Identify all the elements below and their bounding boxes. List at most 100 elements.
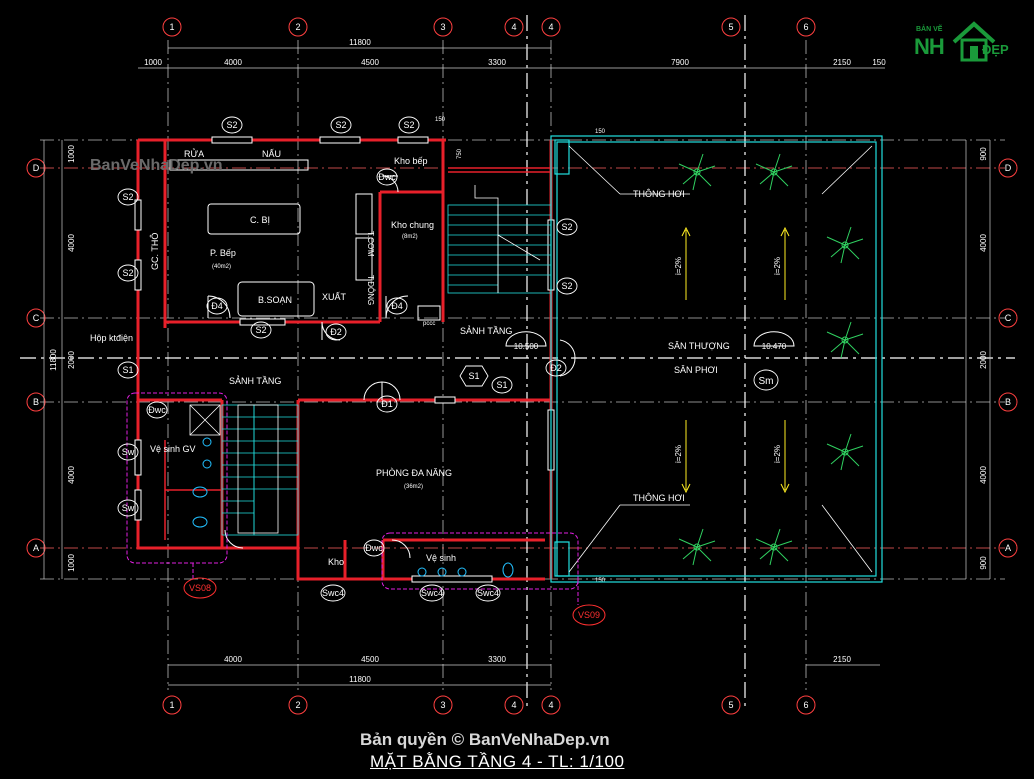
- copyright-text: Bản quyền © BanVeNhaDep.vn: [360, 730, 610, 749]
- dim-left-total: 11800: [49, 349, 58, 371]
- label-p-bep-area: (40m2): [212, 264, 231, 270]
- plants: [678, 153, 864, 566]
- tag-vs08: VS08: [189, 583, 211, 593]
- level-markers: [505, 331, 795, 347]
- tag-sw: Sw: [122, 503, 135, 513]
- tag-d2: Đ2: [330, 327, 342, 337]
- label-san-phoi: SÂN PHƠI: [674, 365, 718, 375]
- dim-top-2: 4000: [224, 58, 242, 67]
- label-kho-chung: Kho chung: [391, 220, 434, 230]
- dim-left-1: 1000: [67, 145, 76, 163]
- plant-icon: [678, 528, 716, 566]
- label-nau: NẤU: [262, 149, 281, 159]
- label-phong-da-nang-area: (36m2): [404, 484, 423, 490]
- label-sanh-tang-1: SẢNH TẦNG: [460, 325, 512, 336]
- dim-left-5: 1000: [67, 554, 76, 572]
- room-labels: RỬA NẤU Kho bếp C. BỊ GC. THÔ P. Bếp (40…: [90, 148, 782, 567]
- grid-row-b: B: [33, 397, 39, 407]
- staircase-upper: [447, 204, 552, 294]
- tag-d1: Đ1: [381, 399, 393, 409]
- dimension-lines: [43, 47, 991, 686]
- plant-icon: [826, 226, 864, 264]
- plant-icon: [826, 321, 864, 359]
- dim-small-3: 150: [595, 129, 606, 135]
- grid-col-3: 3: [440, 22, 445, 32]
- grid-col-5: 5: [728, 22, 733, 32]
- dim-small-1: 150: [435, 117, 446, 123]
- dim-right-1: 900: [979, 147, 988, 161]
- grid-row-a: A: [33, 543, 39, 553]
- tag-d4: Đ4: [391, 301, 403, 311]
- label-rua: RỬA: [184, 148, 204, 159]
- dim-bottom-2: 4500: [361, 655, 379, 664]
- label-gc-tho: GC. THÔ: [150, 233, 160, 270]
- sanitary-fixtures: [192, 437, 514, 578]
- logo-big-text: NH: [914, 34, 945, 59]
- tag-sm: Sm: [759, 376, 774, 387]
- tag-s1: S1: [122, 365, 133, 375]
- dim-bottom-right: 2150: [833, 655, 851, 664]
- tag-d4: Đ4: [211, 301, 223, 311]
- label-slope-2: i=2%: [773, 257, 782, 275]
- label-t-com: T.CƠM: [366, 231, 375, 257]
- toilet-zones: [126, 392, 579, 605]
- brand-logo: BẢN VẼ NH ĐẸP: [912, 12, 1022, 64]
- label-slope-1: i=2%: [674, 257, 683, 275]
- tag-labels: S2 S2 S2 S2 S2 S1 Sw Sw S2 S2 S2 Đ2 Đ4 Đ…: [122, 120, 774, 598]
- kitchen-furniture: [169, 159, 441, 321]
- label-ve-sinh: Vệ sinh: [426, 553, 456, 563]
- plant-icon: [678, 153, 716, 191]
- label-kho-bep: Kho bếp: [394, 156, 428, 166]
- vs-tags-outline: [183, 577, 606, 626]
- dim-top-total: 11800: [349, 38, 371, 47]
- dim-top-6: 2150: [833, 58, 851, 67]
- watermark-text: BanVeNhaDep.vn: [90, 157, 223, 174]
- label-slope-4: i=2%: [773, 445, 782, 463]
- tag-swc4: Swc4: [421, 588, 443, 598]
- tag-s1-hex: S1: [468, 371, 479, 381]
- s1-hex: [459, 365, 489, 387]
- tag-s2: S2: [561, 222, 572, 232]
- grid-col-1: 1: [169, 22, 174, 32]
- grid-col-2-bottom: 2: [295, 700, 300, 710]
- dim-top-4: 3300: [488, 58, 506, 67]
- grid-col-4a-bottom: 4: [511, 700, 516, 710]
- tag-swc4: Swc4: [322, 588, 344, 598]
- grid-labels: 1 2 3 4 4 5 6 1 2 3 4 4 5 6 D C B A D C …: [33, 22, 1012, 710]
- label-xuat: XUẤT: [322, 292, 347, 302]
- dim-small-2: 750: [457, 148, 463, 159]
- dim-bottom-3: 3300: [488, 655, 506, 664]
- tag-outlines: [117, 116, 779, 602]
- label-pccc: pccc: [423, 321, 435, 327]
- dim-bottom-1: 4000: [224, 655, 242, 664]
- dim-top-3: 4500: [361, 58, 379, 67]
- plant-icon: [755, 153, 793, 191]
- grid-col-4a: 4: [511, 22, 516, 32]
- tag-s2: S2: [403, 120, 414, 130]
- plant-icon: [826, 433, 864, 471]
- walls: [136, 138, 553, 581]
- label-sanh-tang-2: SẢNH TẦNG: [229, 375, 281, 386]
- grid-row-c-right: C: [1005, 313, 1012, 323]
- label-b-soan: B.SOẠN: [258, 295, 292, 305]
- grid-col-5-bottom: 5: [728, 700, 733, 710]
- doors: [207, 175, 576, 559]
- plan-title: MẶT BẰNG TẦNG 4 - TL: 1/100: [370, 752, 625, 771]
- staircase-lower: [221, 404, 299, 536]
- grid-col-3-bottom: 3: [440, 700, 445, 710]
- staircase-lower-outline: [189, 404, 279, 534]
- grid-bubbles: [26, 17, 1018, 715]
- dim-left-4: 4000: [67, 466, 76, 484]
- grid-row-c: C: [33, 313, 40, 323]
- label-ve-sinh-gv: Vệ sinh GV: [150, 444, 196, 454]
- grid-row-a-right: A: [1005, 543, 1011, 553]
- level-labels: 10.500 10.470: [514, 342, 787, 351]
- grid-row-d: D: [33, 163, 40, 173]
- level-san-thuong: 10.470: [762, 342, 787, 351]
- label-kho-chung-area: (8m2): [402, 234, 418, 240]
- tag-dwc: Đwc: [378, 172, 396, 182]
- windows: [134, 136, 555, 583]
- tag-vs09: VS09: [578, 610, 600, 620]
- label-phong-da-nang: PHÒNG ĐA NĂNG: [376, 468, 452, 478]
- grid-col-4b-bottom: 4: [548, 700, 553, 710]
